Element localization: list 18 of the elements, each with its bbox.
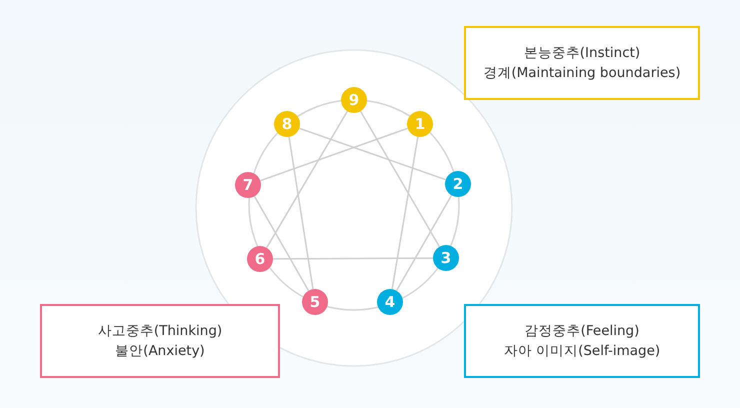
center-name: 사고중추(Thinking) [98, 322, 222, 341]
connector-line [391, 136, 419, 290]
theme-text: 자아 이미지(Self-image) [504, 342, 660, 361]
connector-line [396, 194, 452, 292]
theme-text: 경계(Maintaining boundaries) [483, 64, 681, 83]
theme-text: 불안(Anxiety) [115, 342, 205, 361]
connector-line [360, 110, 440, 248]
connector-line [260, 128, 408, 182]
connector-line [288, 136, 314, 290]
connector-line [273, 257, 433, 260]
info-box [464, 304, 700, 378]
info-box [464, 26, 700, 100]
center-name: 감정중추(Feeling) [524, 322, 640, 341]
center-name: 본능중추(Instinct) [524, 44, 640, 63]
connector-line [266, 110, 348, 248]
connector-line [254, 196, 310, 292]
info-box [40, 304, 280, 378]
connector-line [299, 128, 446, 180]
